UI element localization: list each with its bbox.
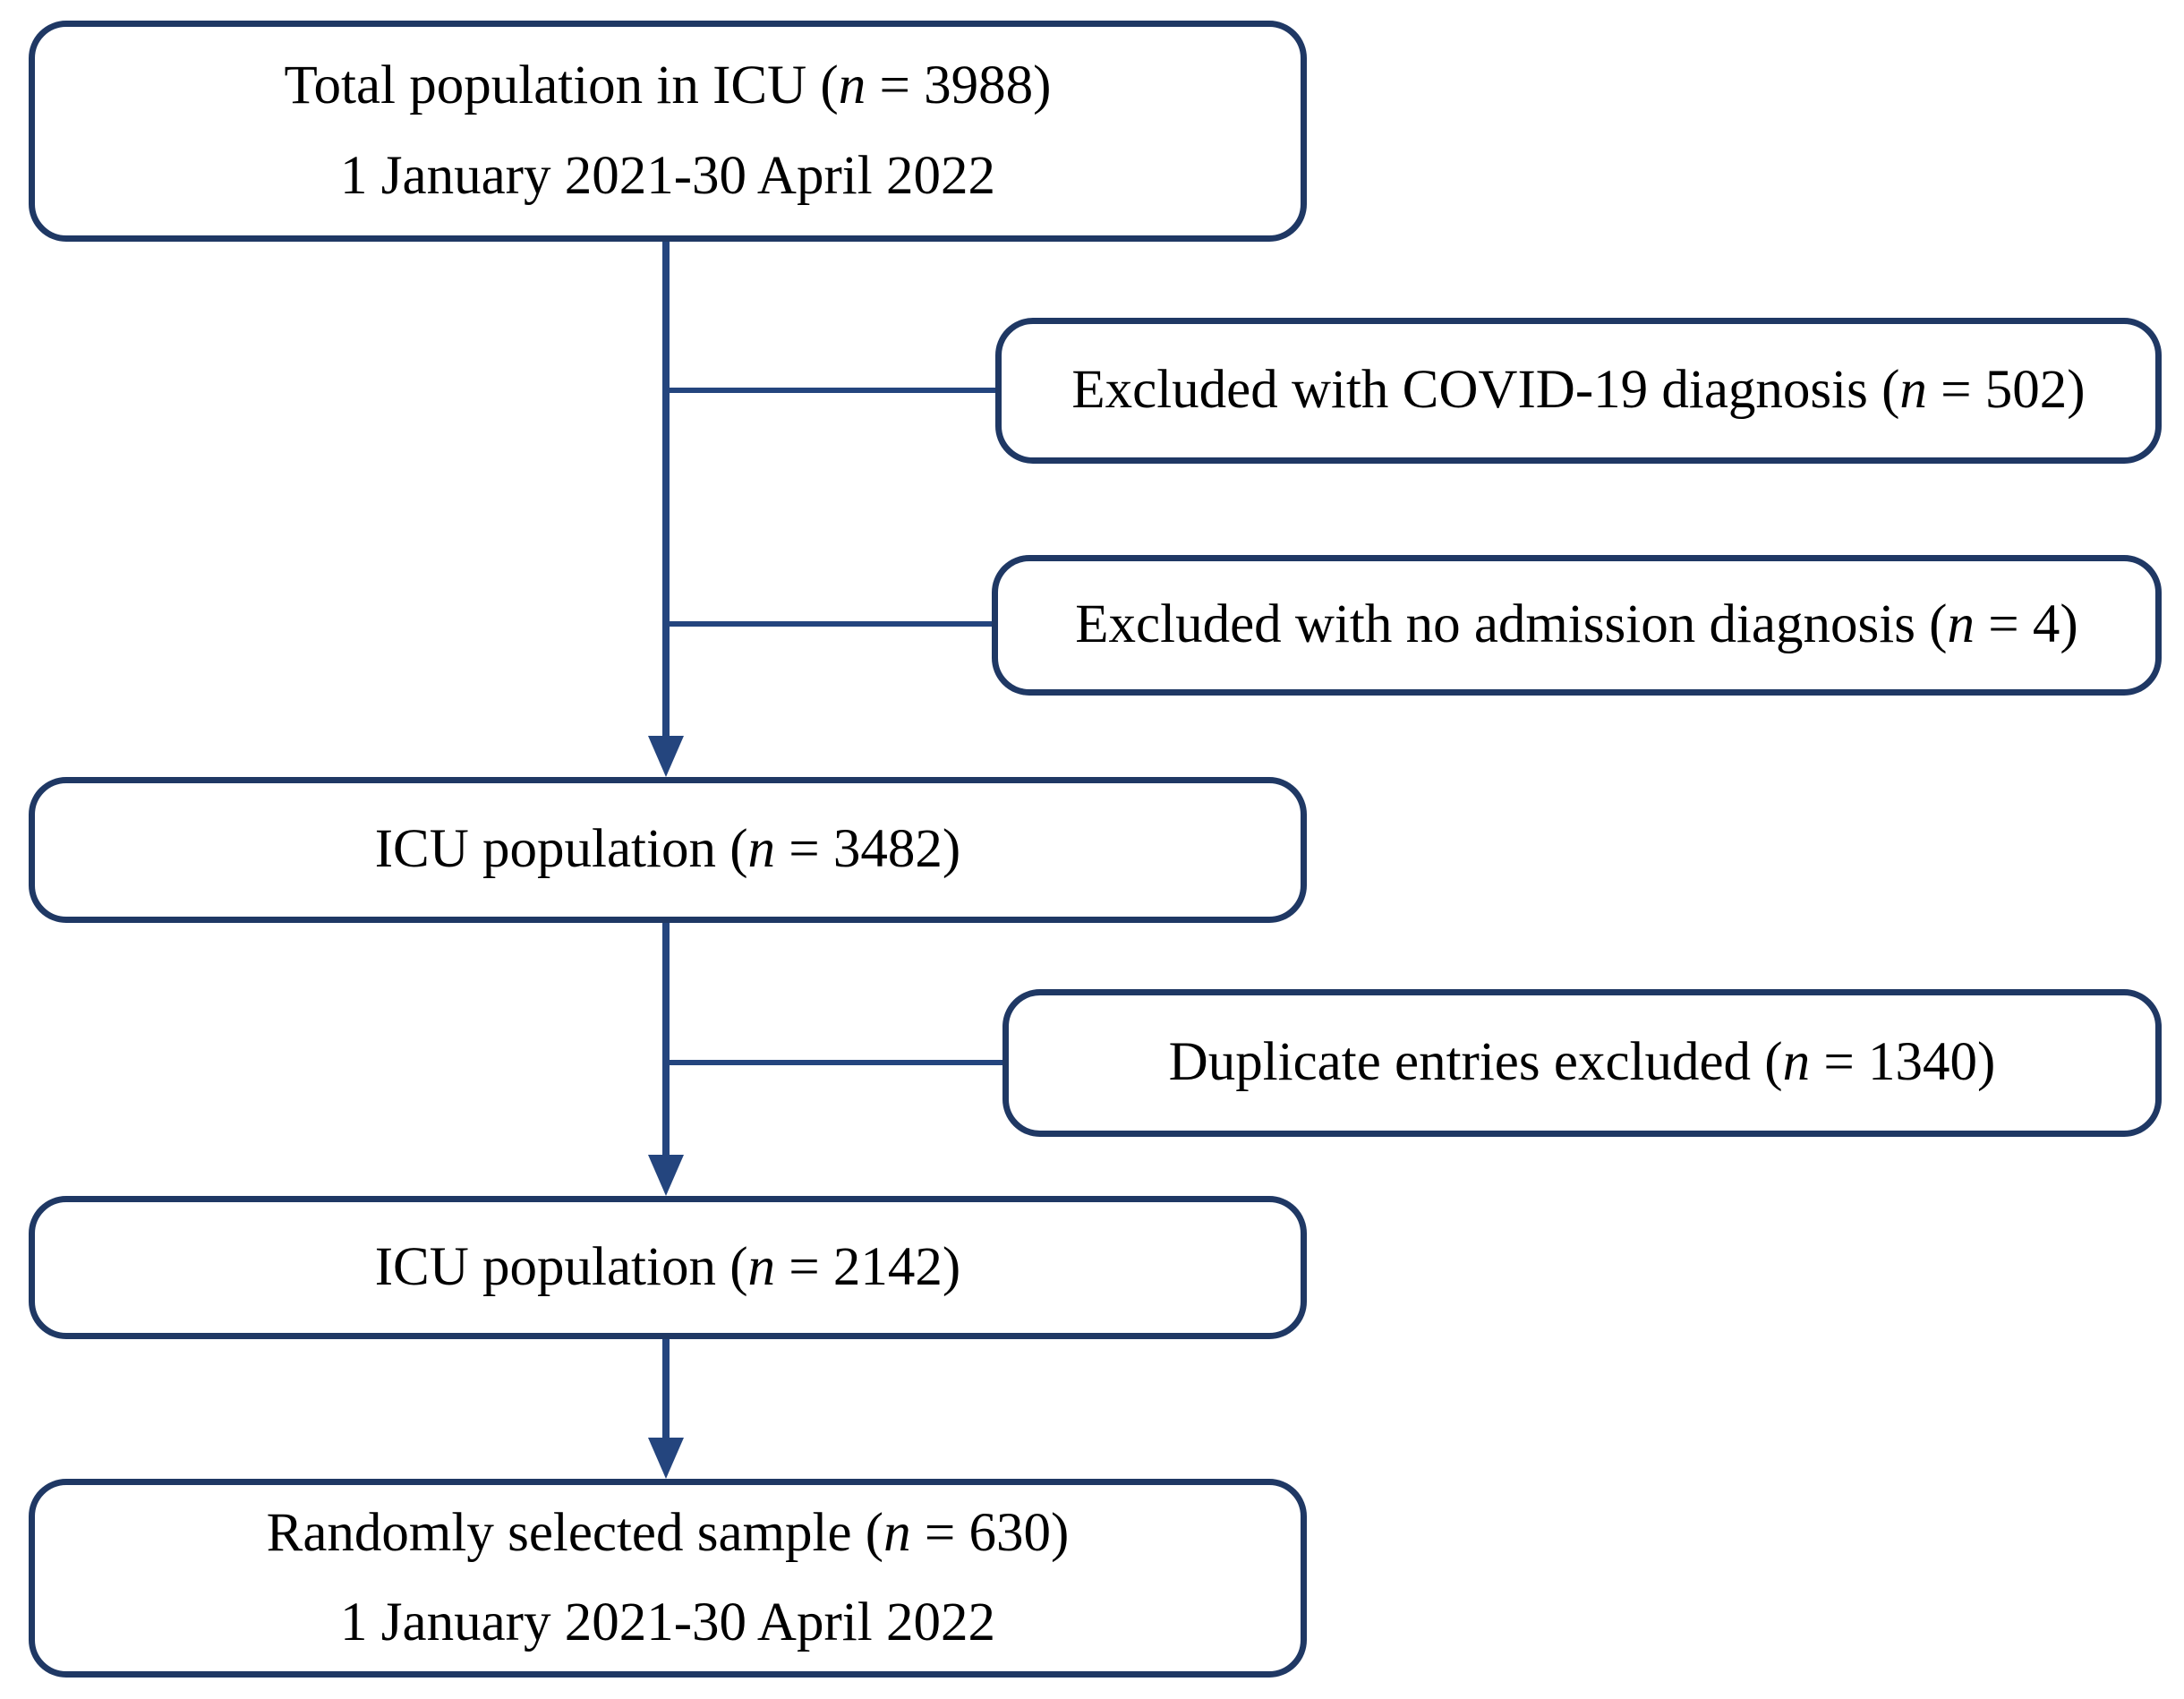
n-symbol: n bbox=[838, 55, 866, 116]
arrow-down-icon bbox=[648, 1438, 684, 1479]
node-total-population: Total population in ICU (n = 3988) 1 Jan… bbox=[29, 21, 1307, 242]
connector-total-to-icu1 bbox=[662, 242, 670, 736]
connector-branch-excluded-no-admission bbox=[666, 621, 992, 627]
node-random-sample: Randomly selected sample (n = 630) 1 Jan… bbox=[29, 1479, 1307, 1678]
node-excluded-no-admission-line1: Excluded with no admission diagnosis (n … bbox=[1075, 594, 2078, 655]
node-random-sample-line1: Randomly selected sample (n = 630) bbox=[266, 1502, 1070, 1563]
arrow-down-icon bbox=[648, 1155, 684, 1196]
n-symbol: n bbox=[747, 1236, 776, 1297]
node-icu-population-2142: ICU population (n = 2142) bbox=[29, 1196, 1307, 1339]
node-duplicate-entries-line1: Duplicate entries excluded (n = 1340) bbox=[1168, 1032, 1996, 1093]
connector-icu1-to-icu2 bbox=[662, 923, 670, 1155]
node-total-population-line1: Total population in ICU (n = 3988) bbox=[284, 55, 1052, 116]
node-excluded-covid: Excluded with COVID-19 diagnosis (n = 50… bbox=[995, 318, 2162, 464]
n-symbol: n bbox=[1782, 1032, 1811, 1093]
node-duplicate-entries: Duplicate entries excluded (n = 1340) bbox=[1002, 989, 2162, 1137]
n-symbol: n bbox=[1899, 360, 1927, 421]
node-total-population-line2: 1 January 2021-30 April 2022 bbox=[340, 145, 995, 206]
connector-icu2-to-sample bbox=[662, 1339, 670, 1438]
node-excluded-covid-line1: Excluded with COVID-19 diagnosis (n = 50… bbox=[1071, 360, 2086, 421]
arrow-down-icon bbox=[648, 736, 684, 777]
node-random-sample-line2: 1 January 2021-30 April 2022 bbox=[340, 1592, 995, 1652]
connector-branch-duplicates bbox=[666, 1060, 1002, 1065]
node-excluded-no-admission: Excluded with no admission diagnosis (n … bbox=[992, 555, 2162, 696]
n-symbol: n bbox=[747, 819, 776, 880]
node-icu-population-3482: ICU population (n = 3482) bbox=[29, 777, 1307, 923]
n-symbol: n bbox=[1947, 594, 1975, 655]
node-icu-population-3482-line1: ICU population (n = 3482) bbox=[374, 819, 961, 880]
connector-branch-excluded-covid bbox=[666, 388, 995, 393]
n-symbol: n bbox=[883, 1502, 911, 1563]
node-icu-population-2142-line1: ICU population (n = 2142) bbox=[374, 1236, 961, 1297]
